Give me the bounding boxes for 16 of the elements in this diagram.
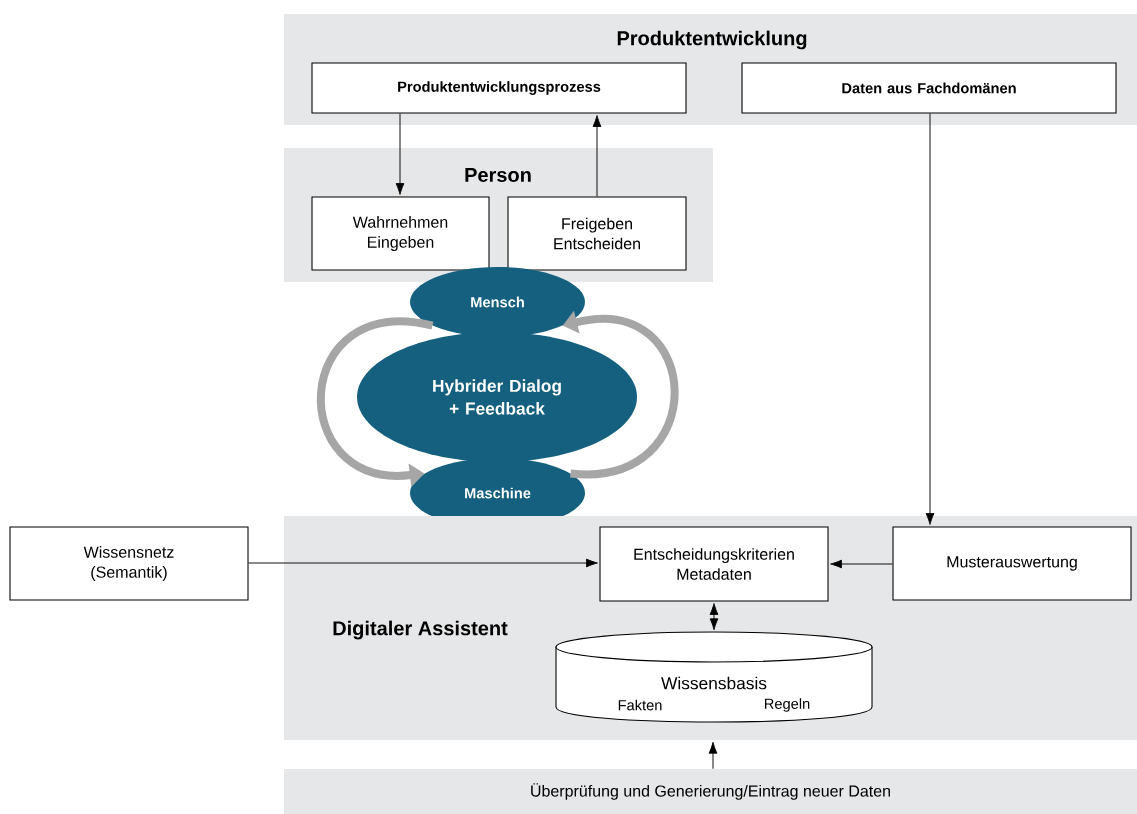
arrow [592,115,602,197]
arrow [925,113,935,525]
process-box: Wissensnetz (Semantik) [9,526,249,601]
process-box: Wahrnehmen Eingeben [311,196,490,271]
arrow [248,558,598,568]
process-box: Freigeben Entscheiden [507,196,687,271]
process-box: Entscheidungskriterien Metadaten [599,526,829,602]
process-box: Daten aus Fachdomänen [741,62,1117,114]
process-box: Musterauswertung [892,526,1132,601]
arrow [830,559,893,569]
arrow [708,741,718,770]
database-cylinder: Wissensbasis Fakten Regeln [555,631,873,723]
band: Überprüfung und Generierung/Eintrag neuer Daten [284,769,1137,814]
arrow [395,113,405,195]
double-arrow [709,603,719,631]
process-box: Produktentwicklungsprozess [311,62,687,114]
